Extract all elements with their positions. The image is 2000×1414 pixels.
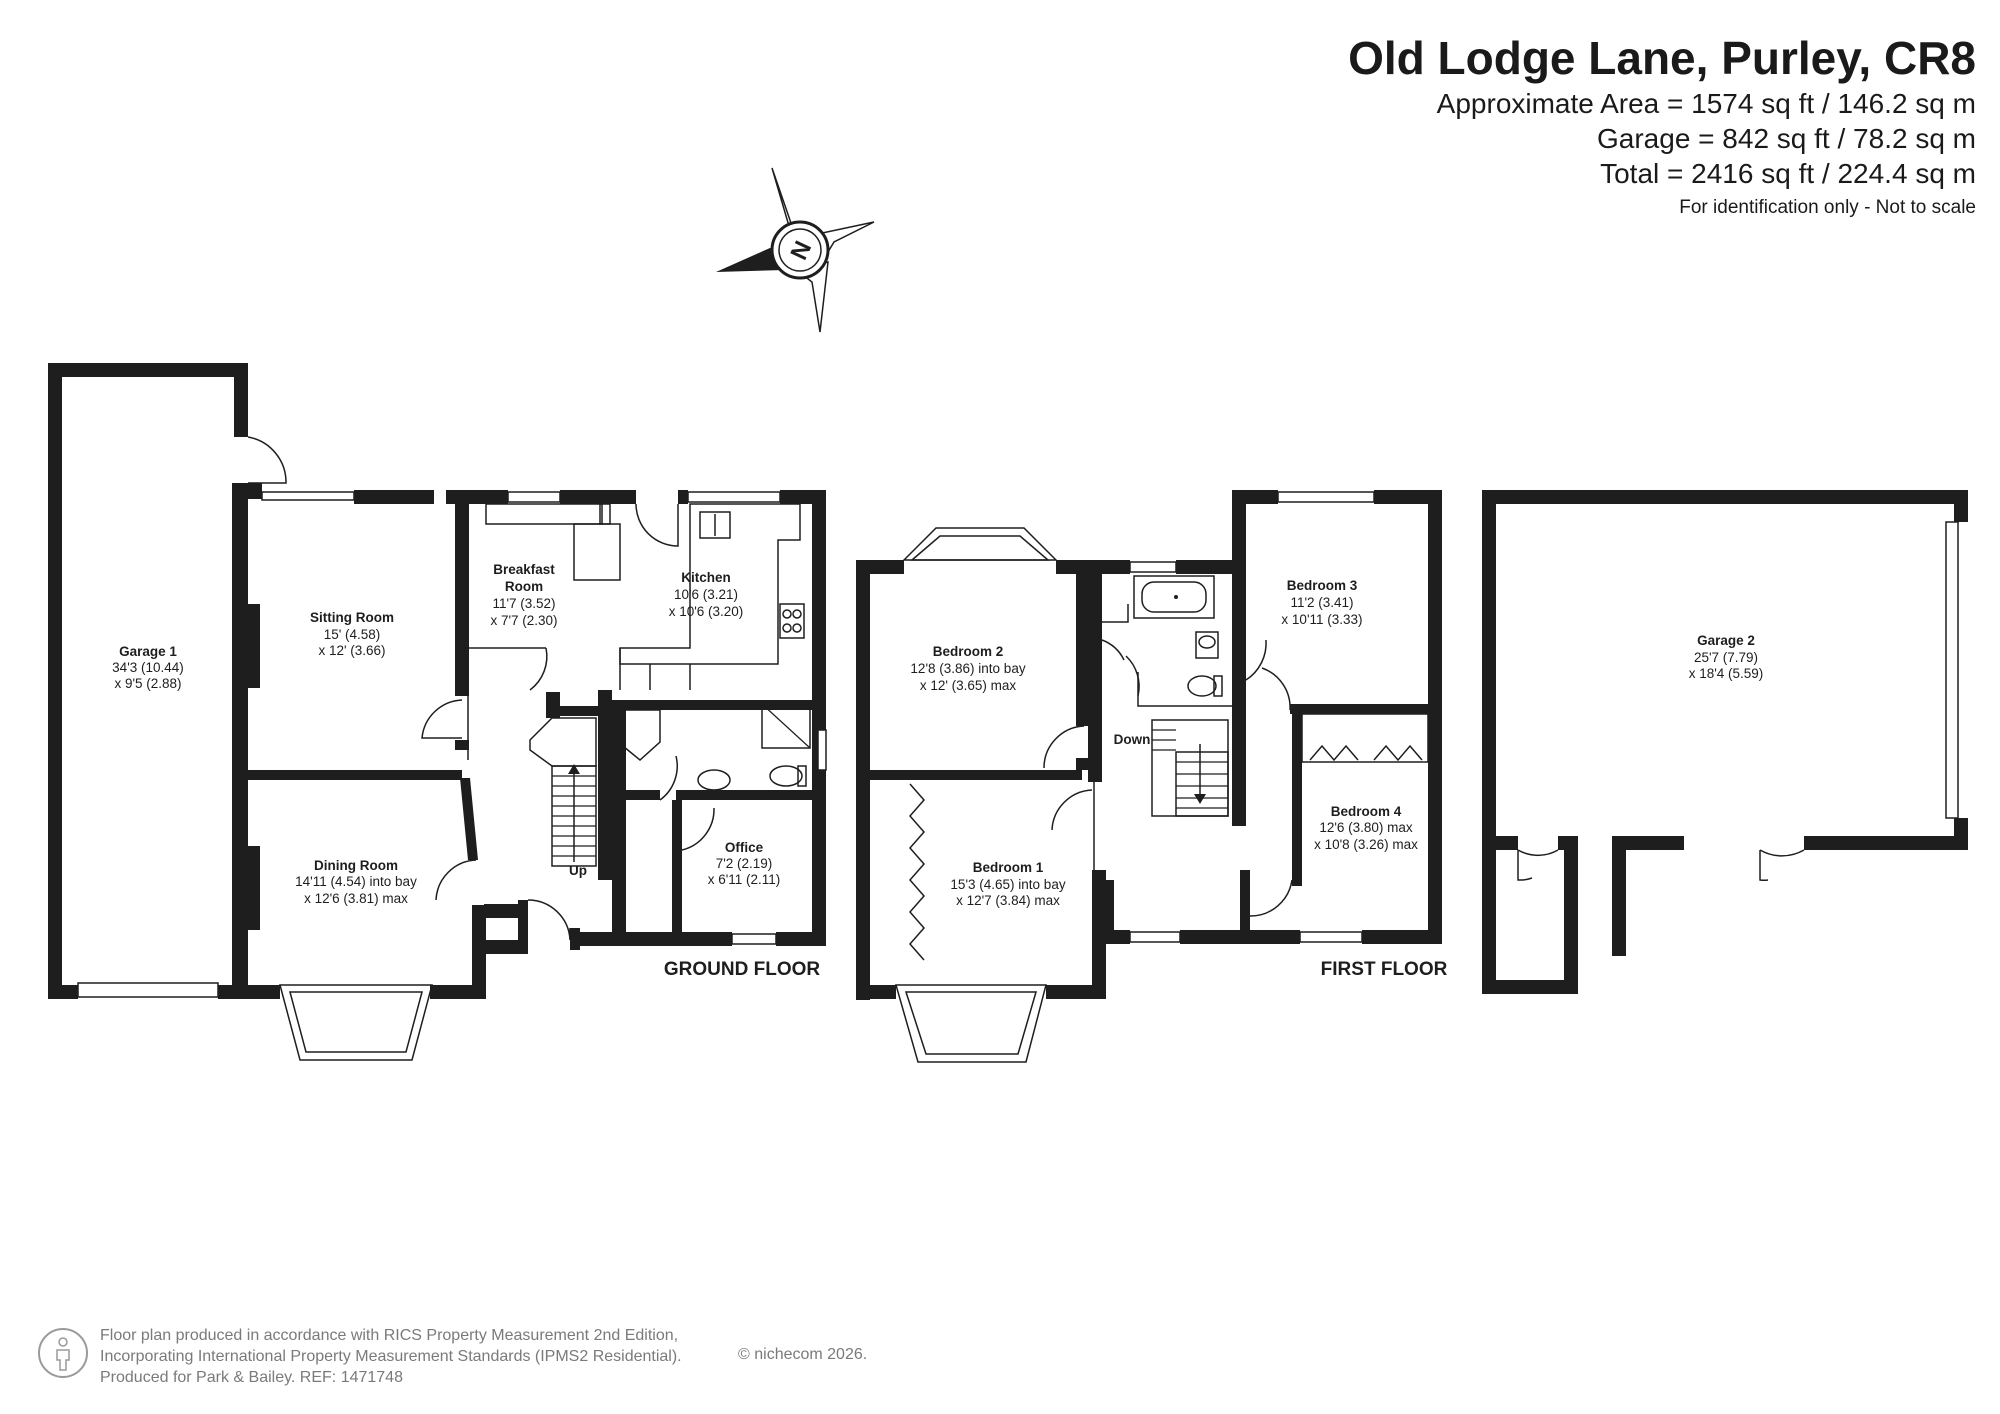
ground-floor — [48, 363, 827, 1061]
bedroom3-name: Bedroom 3 — [1287, 578, 1358, 593]
sitting-room-name: Sitting Room — [310, 610, 394, 625]
garage-2-block — [1482, 490, 1968, 994]
dining-room-dim2: x 12'6 (3.81) max — [304, 891, 408, 906]
first-floor — [856, 490, 1442, 1063]
bedroom3-dim2: x 10'11 (3.33) — [1281, 612, 1362, 627]
garage-area: Garage = 842 sq ft / 78.2 sq m — [1597, 123, 1976, 154]
bedroom1-dim1: 15'3 (4.65) into bay — [950, 877, 1065, 892]
bedroom4-name: Bedroom 4 — [1331, 804, 1402, 819]
dining-room-name: Dining Room — [314, 858, 398, 873]
first-floor-label: FIRST FLOOR — [1321, 959, 1448, 980]
breakfast-room-name2: Room — [505, 579, 543, 594]
garage2-dim2: x 18'4 (5.59) — [1689, 666, 1764, 681]
kitchen-dim2: x 10'6 (3.20) — [669, 604, 744, 619]
total-area: Total = 2416 sq ft / 224.4 sq m — [1600, 158, 1976, 189]
bedroom4-dim2: x 10'8 (3.26) max — [1314, 837, 1418, 852]
bedroom2-dim1: 12'8 (3.86) into bay — [910, 661, 1025, 676]
footer-line3: Produced for Park & Bailey. REF: 1471748 — [100, 1369, 403, 1386]
bedroom3-dim1: 11'2 (3.41) — [1290, 595, 1353, 610]
compass-rose-icon: N — [716, 167, 875, 333]
garage2-dim1: 25'7 (7.79) — [1694, 650, 1758, 665]
bedroom2-name: Bedroom 2 — [933, 644, 1004, 659]
breakfast-room-name1: Breakfast — [493, 562, 555, 577]
ground-floor-label: GROUND FLOOR — [664, 959, 820, 980]
garage2-name: Garage 2 — [1697, 633, 1755, 648]
footer-line2: Incorporating International Property Mea… — [100, 1348, 682, 1365]
stairs-up-label: Up — [569, 863, 587, 878]
footer-text: Floor plan produced in accordance with R… — [100, 1325, 682, 1388]
disclaimer: For identification only - Not to scale — [1679, 197, 1976, 218]
stairs-down-label: Down — [1114, 732, 1151, 747]
person-icon — [38, 1328, 88, 1378]
office-name: Office — [725, 840, 764, 855]
bedroom1-name: Bedroom 1 — [973, 860, 1044, 875]
footer-copyright: © nichecom 2026. — [738, 1346, 868, 1363]
footer-line1: Floor plan produced in accordance with R… — [100, 1327, 679, 1344]
header: Old Lodge Lane, Purley, CR8 Approximate … — [1348, 30, 1976, 225]
sitting-room-dim2: x 12' (3.66) — [318, 643, 385, 658]
room-labels: Garage 1 34'3 (10.44) x 9'5 (2.88) Sitti… — [112, 562, 1763, 980]
bedroom4-dim1: 12'6 (3.80) max — [1319, 820, 1413, 835]
page-title: Old Lodge Lane, Purley, CR8 — [1348, 32, 1976, 84]
breakfast-room-dim2: x 7'7 (2.30) — [490, 613, 557, 628]
breakfast-room-dim1: 11'7 (3.52) — [492, 596, 555, 611]
garage1-dim2: x 9'5 (2.88) — [114, 676, 181, 691]
bedroom1-dim2: x 12'7 (3.84) max — [956, 893, 1060, 908]
kitchen-name: Kitchen — [681, 570, 731, 585]
office-dim2: x 6'11 (2.11) — [708, 872, 781, 887]
sitting-room-dim1: 15' (4.58) — [324, 627, 381, 642]
approx-area: Approximate Area = 1574 sq ft / 146.2 sq… — [1436, 88, 1976, 119]
garage1-dim1: 34'3 (10.44) — [112, 660, 184, 675]
garage1-name: Garage 1 — [119, 644, 177, 659]
kitchen-dim1: 10'6 (3.21) — [674, 587, 738, 602]
bedroom2-dim2: x 12' (3.65) max — [920, 678, 1017, 693]
office-dim1: 7'2 (2.19) — [716, 856, 773, 871]
dining-room-dim1: 14'11 (4.54) into bay — [295, 874, 417, 889]
